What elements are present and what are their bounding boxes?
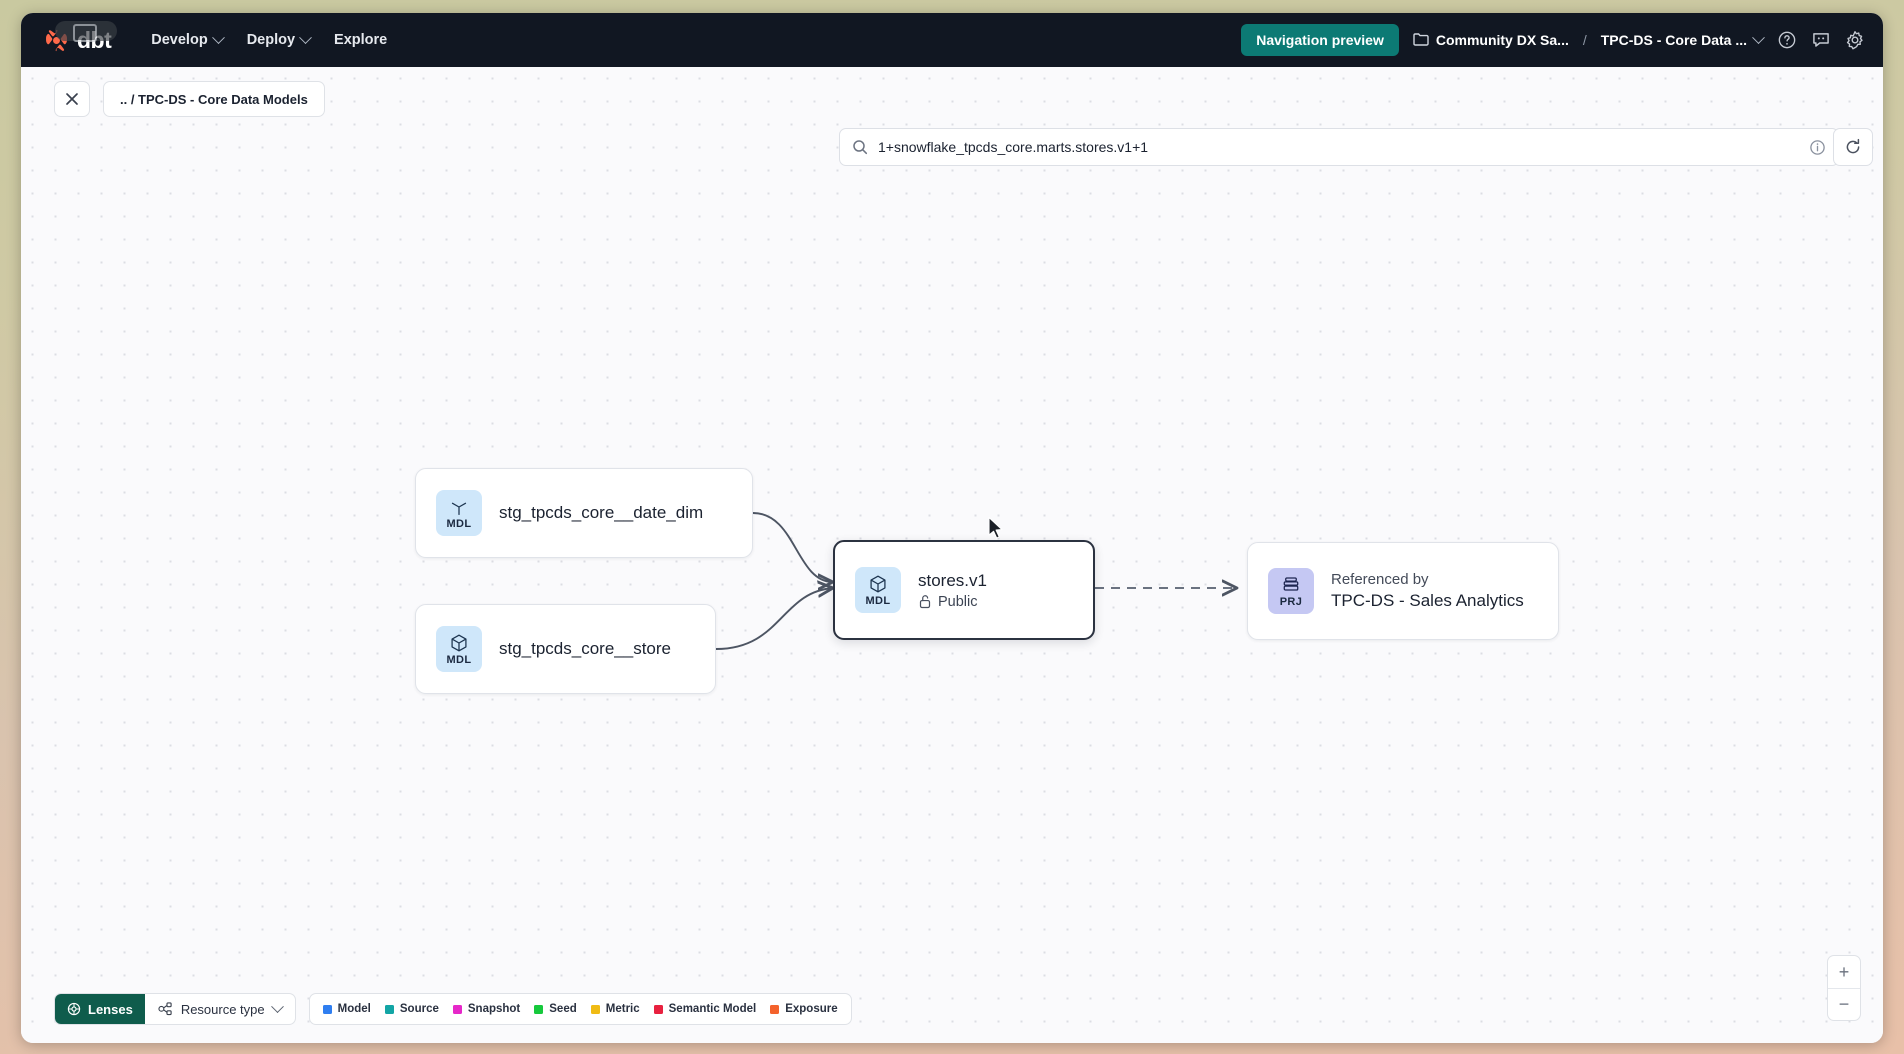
legend-item-snapshot: Snapshot [452, 1003, 521, 1015]
chevron-down-icon [270, 999, 284, 1013]
lineage-search-bar[interactable] [839, 128, 1839, 166]
breadcrumb-account[interactable]: Community DX Sa... [1413, 32, 1569, 48]
legend-item-model: Model [322, 1003, 371, 1015]
nodes-icon [158, 1002, 172, 1016]
breadcrumb-path-pill[interactable]: .. / TPC-DS - Core Data Models [103, 81, 325, 117]
close-icon [66, 93, 78, 105]
layers-icon [1283, 576, 1299, 591]
resource-type-legend: Model Source Snapshot Seed Metric Semant… [308, 993, 852, 1025]
node-title: stores.v1 [918, 570, 987, 590]
legend-label: Model [337, 1003, 371, 1015]
nav-label: Deploy [246, 32, 296, 48]
info-icon[interactable] [1809, 139, 1826, 156]
legend-label: Exposure [785, 1003, 838, 1015]
legend-item-exposure: Exposure [770, 1003, 838, 1015]
zoom-out-button[interactable]: − [1828, 988, 1860, 1020]
lineage-node-stg-tpcds-core-store[interactable]: MDL stg_tpcds_core__store [415, 604, 716, 694]
model-badge: MDL [855, 567, 901, 613]
folder-icon [1413, 33, 1429, 46]
nav-label: Explore [334, 32, 388, 48]
breadcrumb-account-label: Community DX Sa... [1435, 32, 1569, 48]
node-text-group: stores.v1 Public [918, 571, 987, 610]
legend-label: Snapshot [467, 1003, 521, 1015]
feedback-icon[interactable] [1811, 30, 1831, 50]
legend-label: Seed [549, 1003, 577, 1015]
settings-gear-icon[interactable] [1845, 30, 1865, 50]
unlock-icon [919, 595, 931, 609]
chevron-down-icon [211, 30, 225, 44]
nav-item-develop[interactable]: Develop [139, 25, 234, 55]
legend-swatch [770, 1004, 780, 1014]
close-lineage-button[interactable] [54, 81, 90, 117]
badge-label: MDL [865, 594, 891, 607]
legend-swatch [322, 1004, 332, 1014]
node-title: stg_tpcds_core__store [499, 639, 671, 658]
legend-item-metric: Metric [590, 1003, 640, 1015]
lineage-node-referenced-by-project[interactable]: PRJ Referenced by TPC-DS - Sales Analyti… [1247, 542, 1559, 640]
legend-label: Semantic Model [668, 1003, 757, 1015]
badge-label: PRJ [1279, 595, 1303, 608]
node-kicker: Referenced by [1331, 571, 1429, 588]
legend-swatch [452, 1004, 462, 1014]
lenses-button[interactable]: Lenses [55, 994, 145, 1024]
legend-swatch [590, 1004, 600, 1014]
legend-label: Metric [605, 1003, 640, 1015]
breadcrumb-separator: / [1582, 32, 1587, 48]
zoom-controls: + − [1827, 955, 1861, 1021]
lineage-bottom-bar: Lenses Resource type Model [54, 993, 852, 1025]
nav-item-explore[interactable]: Explore [322, 25, 399, 55]
legend-item-source: Source [384, 1003, 439, 1015]
legend-item-semantic-model: Semantic Model [653, 1003, 757, 1015]
refresh-button[interactable] [1833, 128, 1873, 166]
edge-store-to-stores [715, 588, 833, 650]
node-title: stg_tpcds_core__date_dim [499, 503, 704, 522]
legend-swatch [384, 1004, 394, 1014]
lens-icon [67, 1002, 81, 1016]
help-icon[interactable] [1777, 30, 1797, 50]
breadcrumb-project-label: TPC-DS - Core Data ... [1600, 32, 1747, 48]
zoom-in-button[interactable]: + [1838, 961, 1850, 982]
cube-icon [451, 634, 467, 651]
lineage-toolbar: .. / TPC-DS - Core Data Models [21, 67, 1883, 166]
chevron-down-icon [299, 30, 312, 44]
node-access-label: Public [918, 594, 987, 610]
refresh-icon [1846, 138, 1860, 154]
cube-icon [870, 575, 886, 592]
breadcrumb-project[interactable]: TPC-DS - Core Data ... [1600, 30, 1765, 48]
browser-window: dbt Develop Deploy Explore Navigation pr… [21, 13, 1883, 1043]
legend-swatch [653, 1004, 663, 1014]
node-text-group: Referenced by TPC-DS - Sales Analytics [1331, 571, 1524, 611]
cube-icon [451, 502, 467, 515]
badge-label: MDL [446, 653, 472, 666]
resource-type-label: Resource type [180, 1001, 265, 1017]
access-text: Public [938, 593, 978, 610]
lens-filter-group: Lenses Resource type [54, 993, 296, 1025]
top-nav-right-group: Navigation preview Community DX Sa... / … [1241, 24, 1865, 56]
search-icon [853, 140, 868, 155]
node-title: TPC-DS - Sales Analytics [1331, 591, 1524, 610]
lineage-node-stores-v1[interactable]: MDL stores.v1 Public [833, 540, 1095, 640]
badge-label: MDL [446, 517, 472, 530]
lenses-label: Lenses [88, 1001, 133, 1017]
lineage-node-stg-tpcds-core-date-dim[interactable]: MDL stg_tpcds_core__date_dim [415, 468, 753, 558]
mouse-cursor [988, 516, 1003, 539]
nav-item-deploy[interactable]: Deploy [235, 25, 322, 55]
navigation-preview-button[interactable]: Navigation preview [1241, 24, 1399, 56]
chevron-down-icon [1752, 30, 1765, 44]
legend-swatch [534, 1004, 544, 1014]
legend-item-seed: Seed [534, 1003, 577, 1015]
top-navigation-bar: dbt Develop Deploy Explore Navigation pr… [21, 13, 1883, 67]
model-badge: MDL [436, 626, 482, 672]
lineage-canvas[interactable]: .. / TPC-DS - Core Data Models [21, 67, 1883, 1043]
browser-tab-stub[interactable] [55, 21, 117, 42]
lineage-search-input[interactable] [878, 139, 1799, 155]
model-badge: MDL [436, 490, 482, 536]
legend-label: Source [399, 1003, 439, 1015]
resource-type-filter[interactable]: Resource type [145, 994, 295, 1024]
nav-label: Develop [151, 32, 208, 48]
project-badge: PRJ [1268, 568, 1314, 614]
edge-date-dim-to-stores [752, 512, 833, 582]
